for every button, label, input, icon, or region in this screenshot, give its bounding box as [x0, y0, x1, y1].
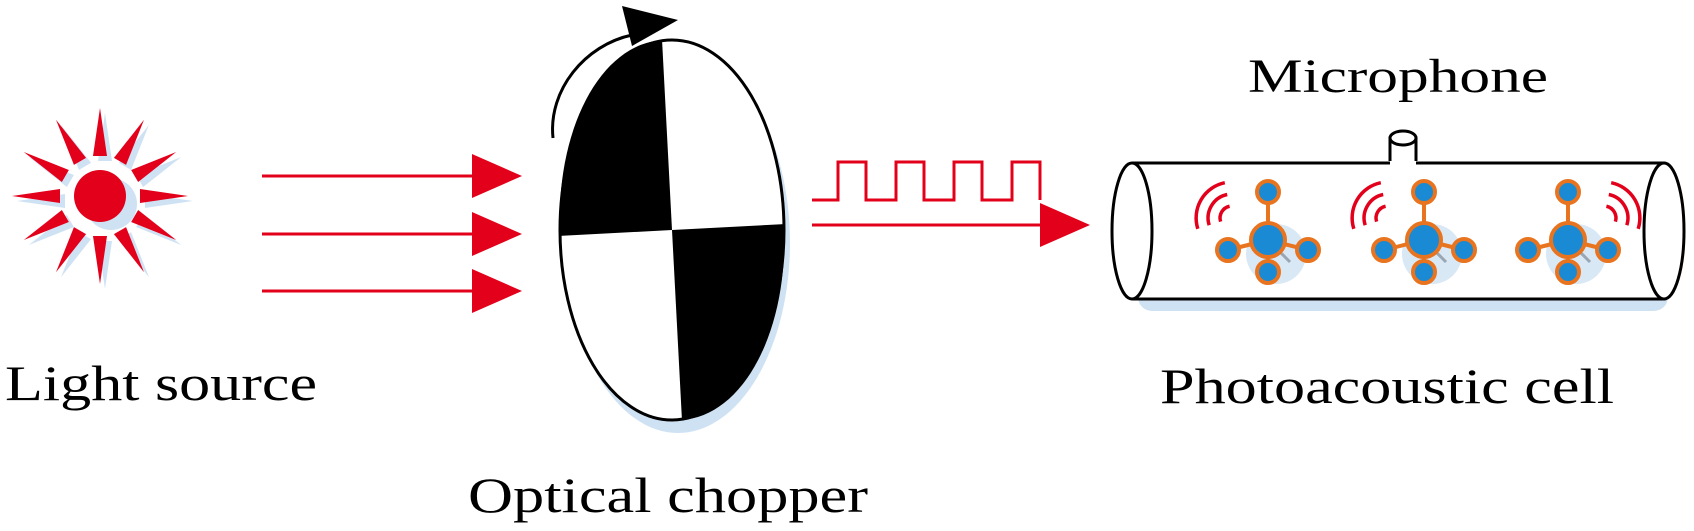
molecule	[1350, 179, 1477, 285]
incident-beam	[262, 269, 522, 313]
sound-wave-icon	[1350, 181, 1387, 230]
sun-ray	[140, 189, 188, 203]
cell-right-window	[1642, 161, 1686, 301]
sun-ray-shadow	[136, 157, 182, 188]
chopper-rim	[558, 38, 786, 422]
label-optical-chopper: Optical chopper	[468, 467, 868, 523]
sound-wave-icon	[1605, 181, 1642, 230]
molecule	[1515, 179, 1642, 285]
sun-ray	[93, 108, 107, 156]
optical-chopper	[551, 6, 790, 433]
sun-icon	[74, 170, 126, 222]
sun-ray	[113, 227, 144, 273]
sun-ray	[113, 119, 144, 165]
sun-ray	[131, 209, 177, 240]
label-photoacoustic-cell: Photoacoustic cell	[1160, 358, 1614, 414]
molecule	[1194, 179, 1321, 285]
light-source	[12, 108, 193, 289]
modulated-beam	[812, 160, 1090, 247]
label-microphone: Microphone	[1248, 50, 1548, 103]
incident-beams	[262, 154, 522, 313]
incident-beam	[262, 212, 522, 256]
chopper-blade	[559, 40, 672, 236]
sun-ray	[56, 227, 87, 273]
incident-beam	[262, 154, 522, 198]
cell-left-window	[1110, 161, 1154, 301]
sun-ray	[23, 152, 69, 183]
sound-wave-icon	[1194, 181, 1231, 230]
microphone-port	[1378, 129, 1428, 165]
modulated-arrowhead-icon	[1040, 203, 1090, 247]
sun-ray	[93, 236, 107, 284]
square-wave	[812, 160, 1042, 202]
chopper-blade	[672, 224, 785, 420]
sun-rays	[12, 108, 193, 289]
rotation-arrow	[551, 33, 633, 139]
label-light-source: Light source	[5, 355, 317, 411]
sun-ray	[12, 189, 60, 203]
sun-ray	[131, 152, 177, 183]
rotation-arrowhead-icon	[622, 6, 678, 46]
sun-ray-shadow	[61, 232, 92, 278]
molecules	[1194, 179, 1642, 285]
sun-ray	[23, 209, 69, 240]
sun-ray	[56, 119, 87, 165]
photoacoustic-cell	[1110, 129, 1686, 311]
